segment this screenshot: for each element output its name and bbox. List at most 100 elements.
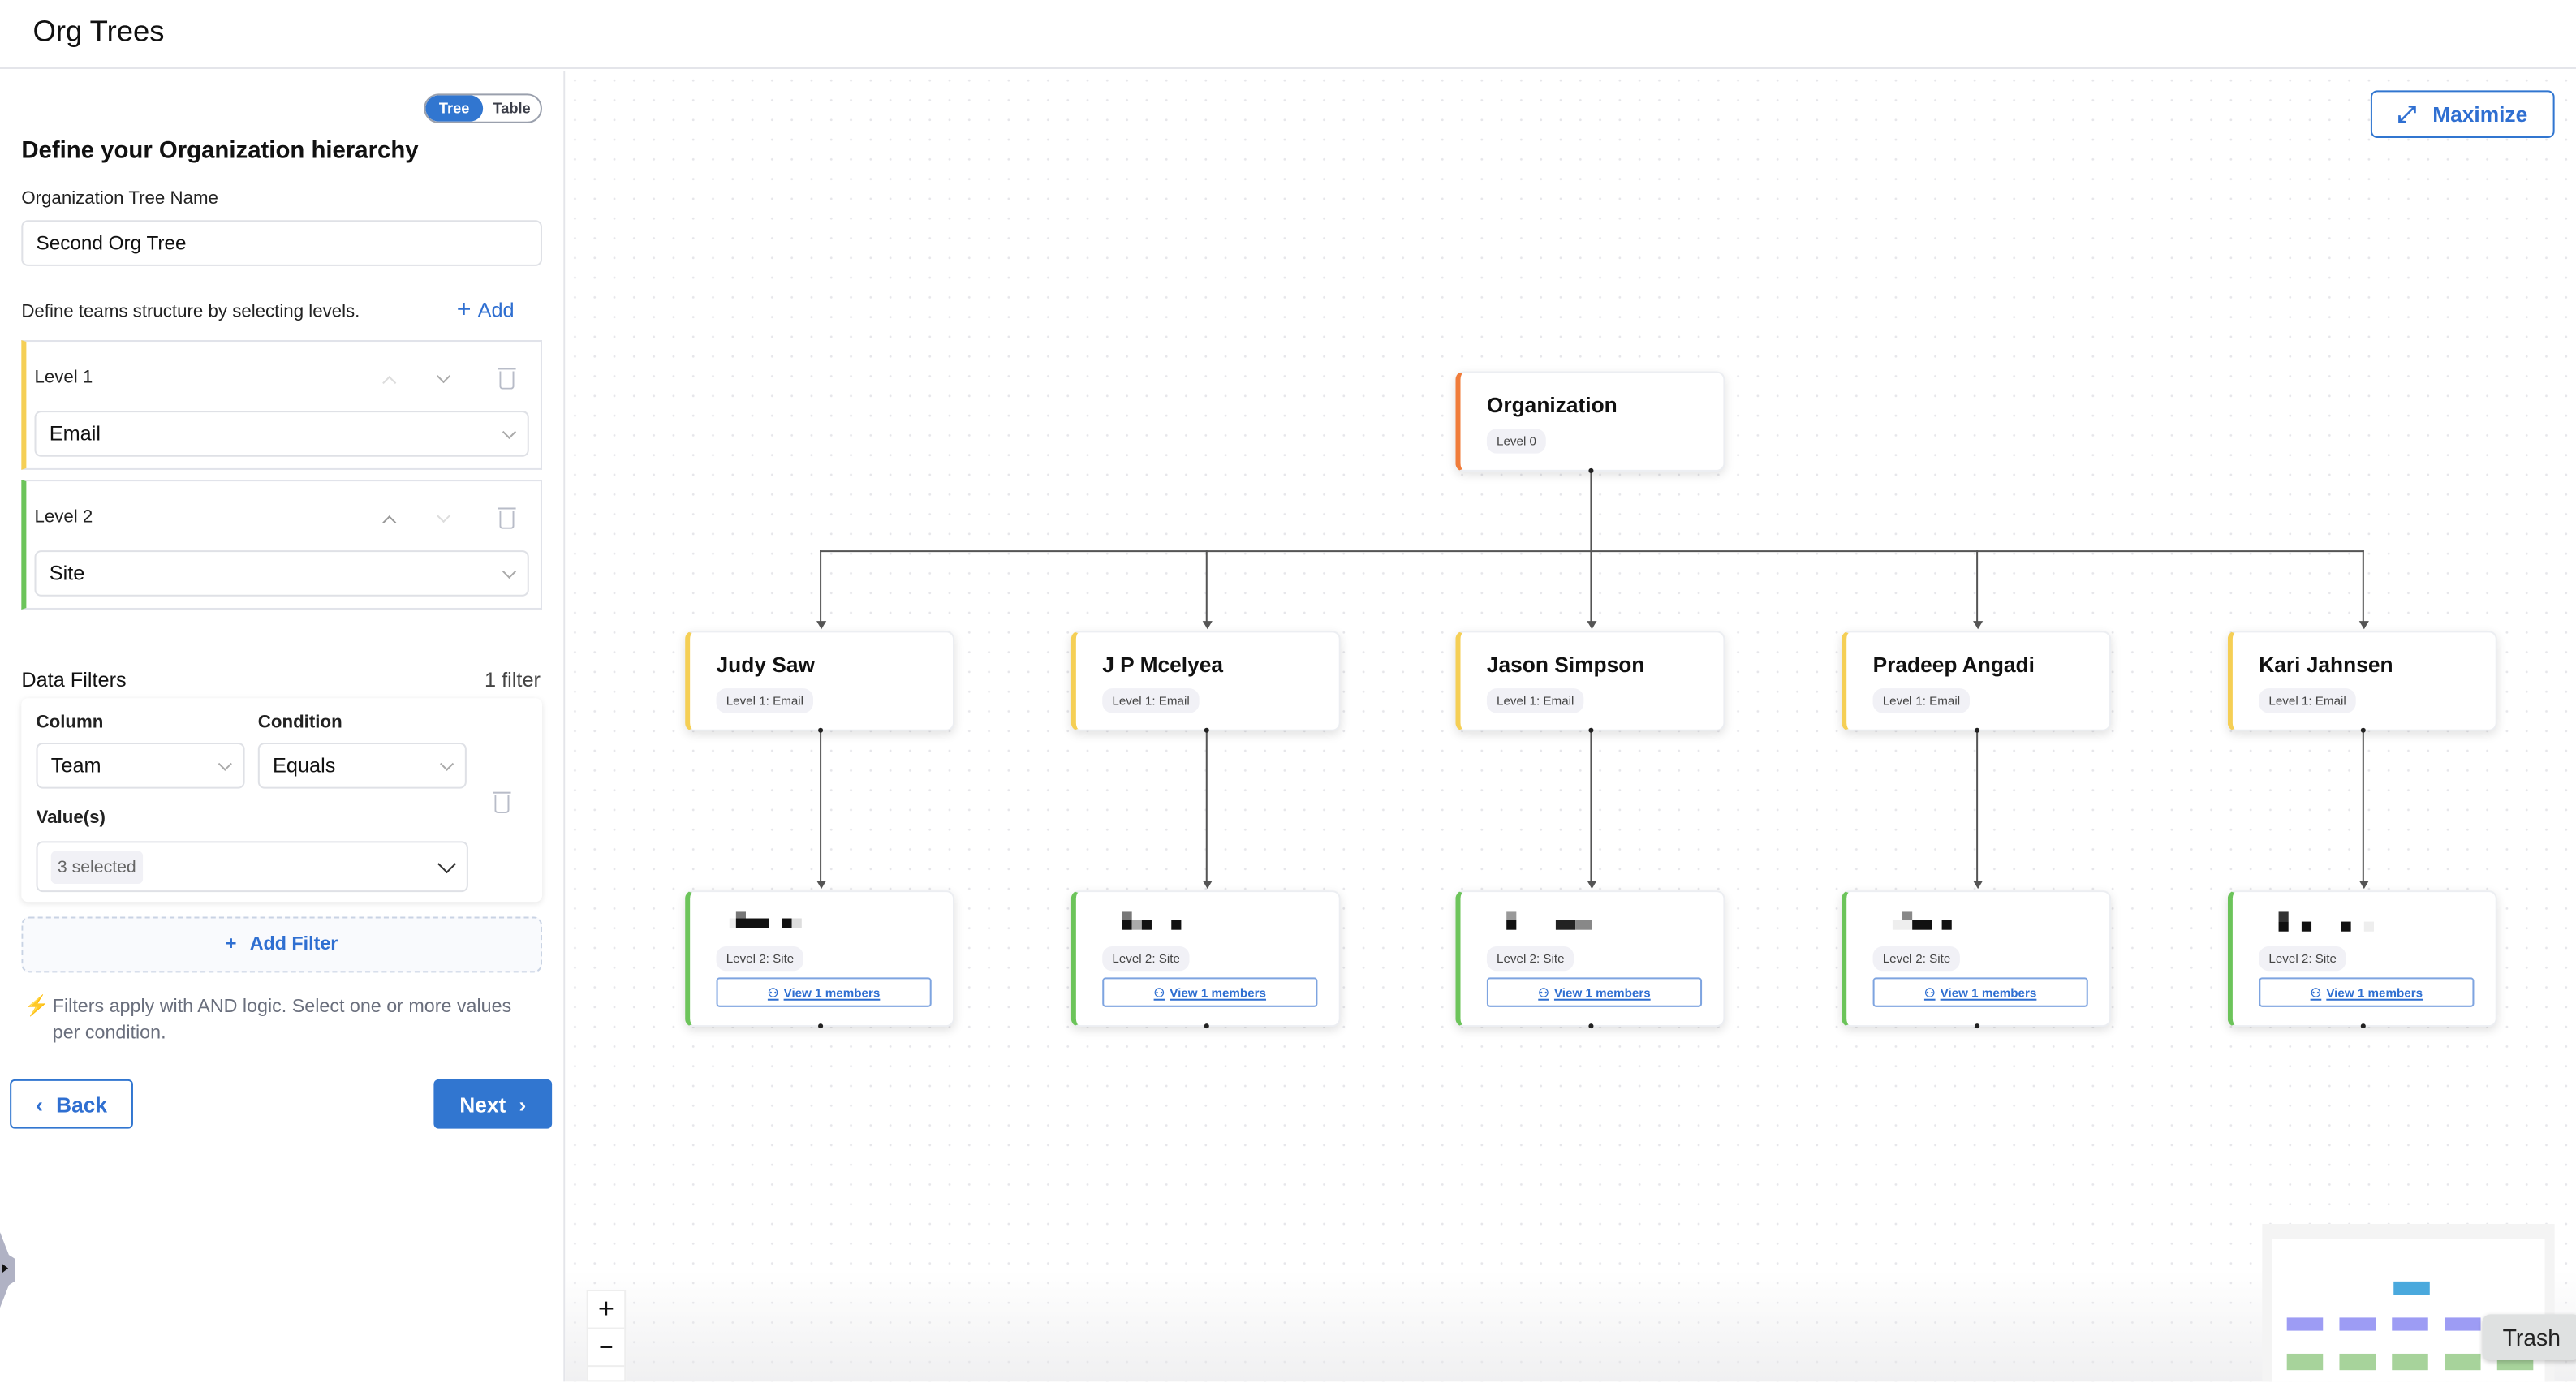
toggle-tree[interactable]: Tree xyxy=(425,95,483,121)
redacted-name xyxy=(720,911,818,934)
data-filters-title: Data Filters xyxy=(21,669,126,692)
level2-node[interactable]: Level 2: Site ⚇View 1 members xyxy=(1071,890,1341,1027)
connector xyxy=(820,731,821,882)
chevron-down-icon xyxy=(218,756,232,770)
lightning-icon: ⚡ xyxy=(24,994,49,1017)
handle xyxy=(2361,728,2366,733)
level-2-select[interactable]: Site xyxy=(35,550,529,597)
values-select[interactable]: 3 selected xyxy=(37,841,468,892)
maximize-button[interactable]: ⤢Maximize xyxy=(2371,90,2555,138)
add-level-label: Add xyxy=(478,299,515,321)
fit-view-button[interactable] xyxy=(588,1367,625,1383)
condition-label: Condition xyxy=(258,713,342,733)
view-members-button[interactable]: ⚇View 1 members xyxy=(1873,977,2088,1006)
view-members-button[interactable]: ⚇View 1 members xyxy=(717,977,932,1006)
handle xyxy=(1588,468,1593,473)
condition-value: Equals xyxy=(273,754,335,777)
org-root-node[interactable]: Organization Level 0 xyxy=(1455,371,1725,471)
view-members-label: View 1 members xyxy=(1941,985,2037,1000)
move-down-icon[interactable] xyxy=(437,509,450,523)
move-up-icon[interactable] xyxy=(382,515,396,529)
add-filter-button[interactable]: + Add Filter xyxy=(21,917,542,973)
node-name: Jason Simpson xyxy=(1487,653,1644,677)
node-badge: Level 2: Site xyxy=(2259,946,2346,971)
handle xyxy=(1588,728,1593,733)
level2-node[interactable]: Level 2: Site ⚇View 1 members xyxy=(1842,890,2111,1027)
arrow-icon xyxy=(1202,621,1212,629)
node-badge: Level 1: Email xyxy=(1487,688,1584,713)
next-button[interactable]: Next› xyxy=(433,1079,552,1129)
level-2-value: Site xyxy=(50,562,85,584)
handle xyxy=(1588,1023,1593,1028)
zoom-controls: + − xyxy=(587,1290,627,1381)
view-members-button[interactable]: ⚇ View 1 members xyxy=(1102,977,1317,1006)
trash-icon[interactable] xyxy=(499,371,514,389)
arrow-icon xyxy=(1202,881,1212,889)
tree-name-input[interactable]: Second Org Tree xyxy=(21,220,542,266)
toggle-table[interactable]: Table xyxy=(483,95,541,121)
level2-node[interactable]: Level 2: Site ⚇View 1 members xyxy=(685,890,954,1027)
view-members-label: View 1 members xyxy=(1554,985,1651,1000)
view-members-button[interactable]: ⚇ View 1 members xyxy=(1487,977,1702,1006)
node-name: Judy Saw xyxy=(717,653,815,677)
handle xyxy=(2361,1023,2366,1028)
arrow-icon xyxy=(2358,881,2368,889)
level-label: Level 2 xyxy=(35,507,93,527)
org-tree-canvas[interactable]: Organization Level 0 Judy Saw Level 1: E… xyxy=(565,71,2576,1381)
node-name: Kari Jahnsen xyxy=(2259,653,2393,677)
section-heading: Define your Organization hierarchy xyxy=(21,138,418,164)
values-label: Value(s) xyxy=(37,808,106,828)
zoom-in-button[interactable]: + xyxy=(588,1291,625,1329)
trash-icon[interactable] xyxy=(499,511,514,529)
chevron-down-icon xyxy=(502,564,516,578)
connector xyxy=(1590,550,1592,623)
view-members-label: View 1 members xyxy=(1170,985,1266,1000)
level1-node[interactable]: Jason Simpson Level 1: Email xyxy=(1455,631,1725,730)
handle xyxy=(1975,728,1979,733)
chevron-down-icon xyxy=(437,855,456,873)
level1-node[interactable]: Judy Saw Level 1: Email xyxy=(685,631,954,730)
level2-node[interactable]: Level 2: Site ⚇View 1 members xyxy=(2228,890,2497,1027)
minimap-root-node xyxy=(2393,1282,2430,1295)
levels-hint: Define teams structure by selecting leve… xyxy=(21,302,360,321)
trash-tooltip: Trash xyxy=(2483,1314,2576,1360)
filter-card: Column Condition Team Equals Value(s) 3 … xyxy=(21,698,542,902)
arrow-icon xyxy=(2358,621,2368,629)
plus-icon: + xyxy=(226,935,237,954)
add-filter-label: Add Filter xyxy=(250,935,338,954)
arrow-icon xyxy=(1972,881,1982,889)
column-select[interactable]: Team xyxy=(37,743,245,789)
node-name: J P Mcelyea xyxy=(1102,653,1223,677)
condition-select[interactable]: Equals xyxy=(258,743,467,789)
level1-node[interactable]: Kari Jahnsen Level 1: Email xyxy=(2228,631,2497,730)
page-title: Org Trees xyxy=(32,15,164,50)
node-badge: Level 1: Email xyxy=(1873,688,1971,713)
level2-node[interactable]: Level 2: Site ⚇View 1 members xyxy=(1455,890,1725,1027)
level1-node[interactable]: Pradeep Angadi Level 1: Email xyxy=(1842,631,2111,730)
trash-icon[interactable] xyxy=(494,795,509,813)
level1-node[interactable]: J P Mcelyea Level 1: Email xyxy=(1071,631,1341,730)
plus-icon: + xyxy=(457,299,472,321)
arrow-icon xyxy=(1972,621,1982,629)
connector xyxy=(1976,731,1978,882)
add-level-button[interactable]: + Add xyxy=(457,299,515,321)
back-button[interactable]: ‹Back xyxy=(10,1079,133,1129)
view-members-label: View 1 members xyxy=(2326,985,2423,1000)
level-1-select[interactable]: Email xyxy=(35,411,529,457)
users-icon: ⚇ xyxy=(1154,985,1165,1000)
users-icon: ⚇ xyxy=(1538,985,1549,1000)
view-members-button[interactable]: ⚇View 1 members xyxy=(2259,977,2474,1006)
zoom-out-button[interactable]: − xyxy=(588,1329,625,1368)
connector xyxy=(1590,731,1592,882)
minimap-level2-node xyxy=(2339,1354,2376,1370)
column-label: Column xyxy=(37,713,104,733)
node-badge: Level 0 xyxy=(1487,429,1546,453)
arrow-icon xyxy=(816,621,825,629)
handle xyxy=(818,1023,823,1028)
next-label: Next xyxy=(459,1092,506,1116)
move-down-icon[interactable] xyxy=(437,369,450,383)
minimap-level2-node xyxy=(2392,1354,2428,1370)
connector xyxy=(1976,550,1978,623)
view-toggle[interactable]: Tree Table xyxy=(424,93,542,123)
move-up-icon[interactable] xyxy=(382,376,396,390)
